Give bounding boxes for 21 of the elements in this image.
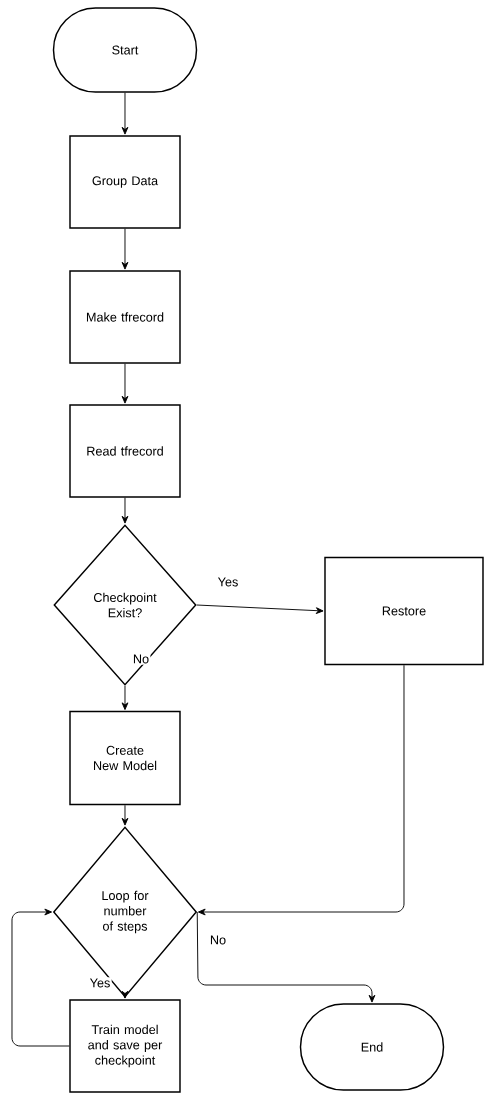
arrow <box>121 363 129 404</box>
edge-label: No <box>131 653 151 665</box>
edge-label: Yes <box>216 576 240 588</box>
edge-label: No <box>208 934 228 946</box>
process-box: Read tfrecord <box>69 404 181 498</box>
arrow <box>121 497 129 524</box>
edge-label: Yes <box>88 977 112 989</box>
process-box: Restore <box>324 556 484 666</box>
arrow <box>197 664 405 916</box>
arrow <box>121 92 129 135</box>
process-box: Create New Model <box>69 710 181 806</box>
process-box: Train model and save per checkpoint <box>69 999 181 1093</box>
arrow <box>121 804 129 826</box>
arrow <box>121 685 129 711</box>
process-box: Make tfrecord <box>69 270 181 364</box>
arrow <box>121 990 129 999</box>
process-box: Group Data <box>69 135 181 229</box>
arrow <box>11 908 70 1047</box>
arrow <box>196 911 376 1003</box>
arrow <box>196 604 324 614</box>
arrow <box>121 228 129 270</box>
